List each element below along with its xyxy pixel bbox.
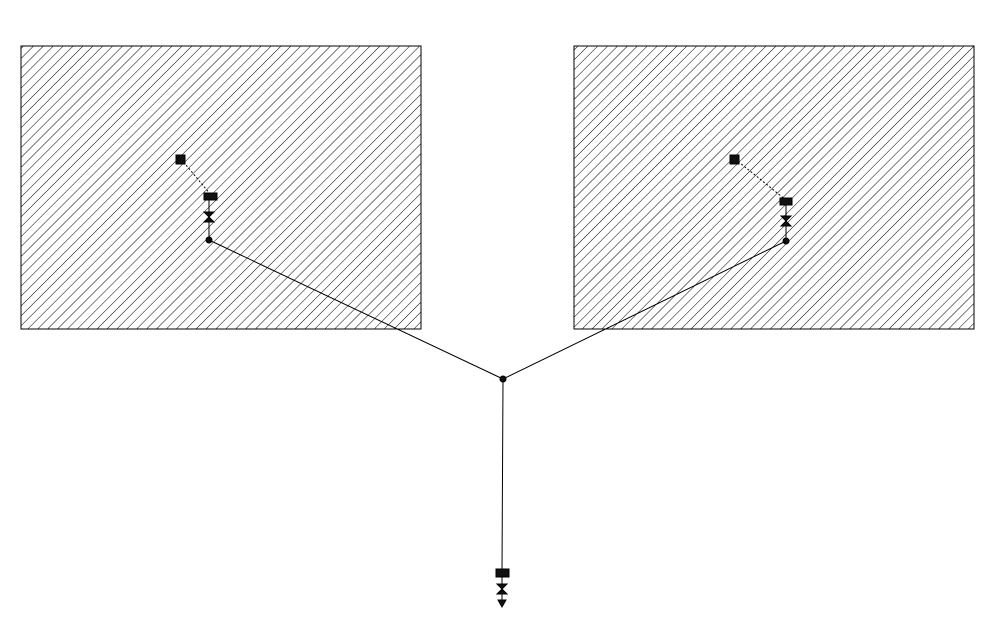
- valve-right-bowtie-icon[interactable]: [779, 215, 793, 227]
- subcatchment-left[interactable]: [20, 45, 422, 330]
- junction-center-dot-icon[interactable]: [499, 375, 507, 383]
- valve-left-bowtie-icon[interactable]: [202, 211, 216, 223]
- conduit-right-to-center[interactable]: [502, 240, 787, 380]
- storage-left-rectangle-icon[interactable]: [203, 192, 218, 201]
- storage-right-rectangle-icon[interactable]: [779, 197, 793, 206]
- rain-gage-left-square-icon[interactable]: [175, 154, 186, 165]
- valve-outlet-bowtie-icon[interactable]: [495, 583, 509, 595]
- subcatchment-right[interactable]: [573, 45, 975, 330]
- outlet-arrow-down-icon[interactable]: [497, 599, 507, 609]
- rain-gage-right-square-icon[interactable]: [729, 154, 740, 165]
- storage-outlet-rectangle-icon[interactable]: [495, 568, 510, 578]
- conduit-left-to-center[interactable]: [208, 239, 504, 380]
- conduit-center-to-outlet[interactable]: [501, 378, 504, 572]
- dashed-link-right: [734, 158, 787, 201]
